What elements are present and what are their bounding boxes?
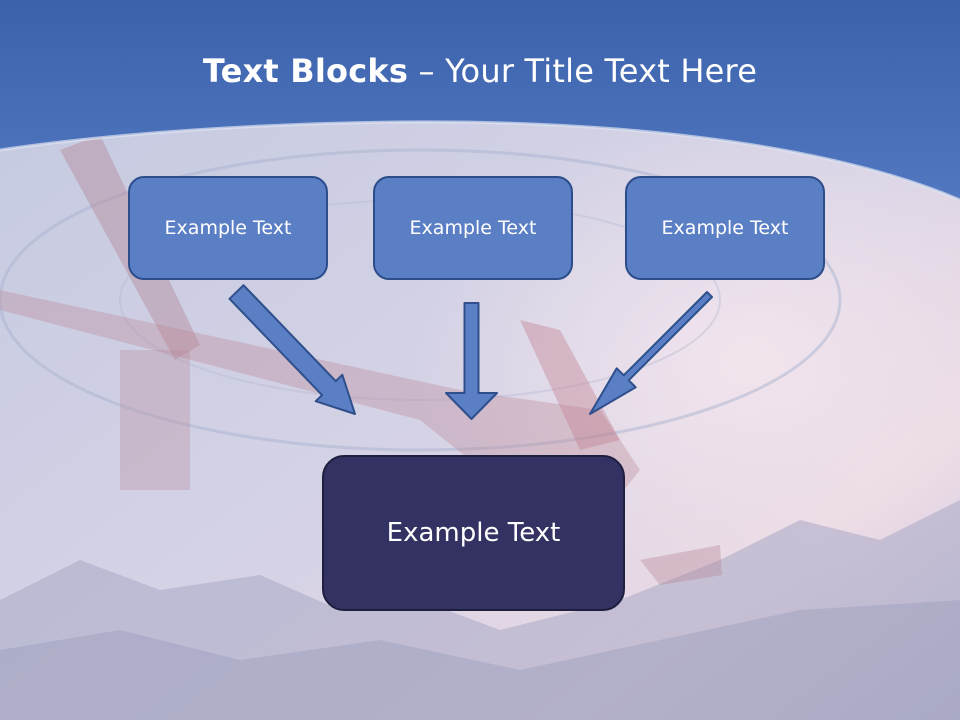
right-diagonal-arrow [589,291,713,415]
text-block-2[interactable]: Example Text [373,176,573,280]
center-down-arrow [445,302,498,420]
text-block-3-label: Example Text [661,217,789,239]
text-block-1-label: Example Text [164,217,292,239]
text-block-2-label: Example Text [409,217,537,239]
left-diagonal-arrow [228,284,356,415]
result-text-block[interactable]: Example Text [322,455,625,611]
title-dash: – [408,52,446,90]
title-rest-text: Your Title Text Here [445,52,758,90]
text-block-3[interactable]: Example Text [625,176,825,280]
text-block-1[interactable]: Example Text [128,176,328,280]
title-bold-text: Text Blocks [202,52,409,90]
slide-title: Text Blocks – Your Title Text Here [0,52,960,90]
result-text-block-label: Example Text [386,518,561,548]
